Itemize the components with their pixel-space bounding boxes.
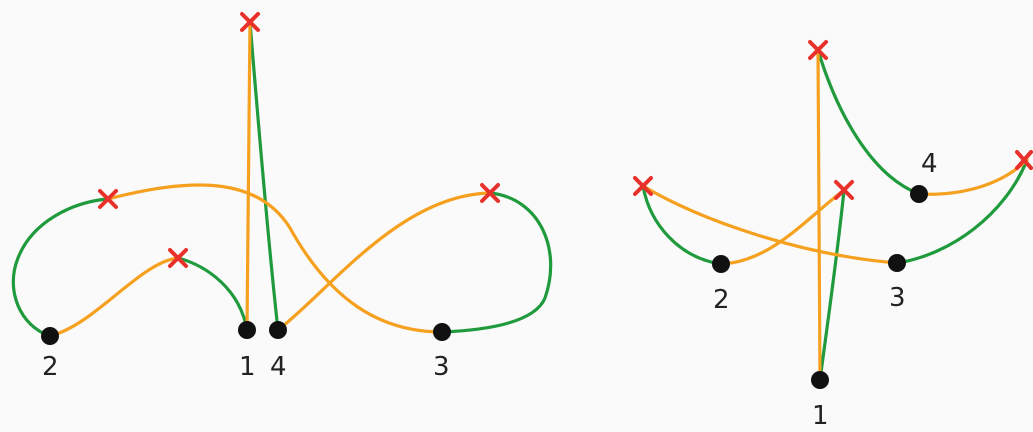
left-node-dot-4	[269, 321, 287, 339]
left-orange-curve-2	[48, 256, 180, 338]
left-node-dot-1	[238, 321, 256, 339]
right-cross-middle	[834, 180, 854, 200]
right-label-4: 4	[921, 149, 938, 179]
right-green-curve-2	[641, 184, 723, 266]
right-cross-top	[808, 40, 828, 60]
left-node-dot-3	[433, 323, 451, 341]
left-green-curve-4	[248, 20, 280, 332]
left-node-dot-2	[41, 327, 59, 345]
left-green-curve-3	[440, 191, 553, 334]
left-label-4: 4	[270, 352, 287, 382]
right-node-dot-3	[888, 254, 906, 272]
right-node-dot-1	[811, 371, 829, 389]
right-label-3: 3	[889, 283, 906, 313]
right-label-1: 1	[812, 401, 829, 431]
left-cross-top	[240, 12, 260, 32]
right-orange-curve-1	[816, 48, 822, 382]
left-orange-curve-3	[106, 183, 444, 334]
left-orange-curve-1	[245, 20, 252, 332]
right-orange-curve-3	[641, 184, 899, 265]
left-label-2: 2	[42, 352, 59, 382]
right-label-2: 2	[713, 285, 730, 315]
left-green-curve-1	[176, 256, 249, 332]
right-orange-curve-2	[719, 188, 846, 266]
right-diagram: 4 2 3 1	[633, 40, 1033, 431]
right-cross-left	[633, 176, 653, 196]
left-label-1: 1	[239, 352, 256, 382]
left-cross-right	[480, 183, 500, 203]
left-orange-curve-4	[276, 191, 492, 332]
right-green-curve-3	[895, 158, 1029, 265]
right-green-curve-4	[816, 48, 921, 196]
left-cross-upper-left	[98, 189, 118, 209]
left-green-curve-2	[11, 197, 110, 338]
left-cross-middle	[168, 248, 188, 268]
right-node-dot-2	[712, 255, 730, 273]
right-green-curve-1	[818, 188, 846, 382]
right-cross-right	[1015, 150, 1033, 170]
left-diagram: 2 1 4 3	[11, 12, 553, 382]
right-node-dot-4	[910, 185, 928, 203]
left-label-3: 3	[433, 352, 450, 382]
